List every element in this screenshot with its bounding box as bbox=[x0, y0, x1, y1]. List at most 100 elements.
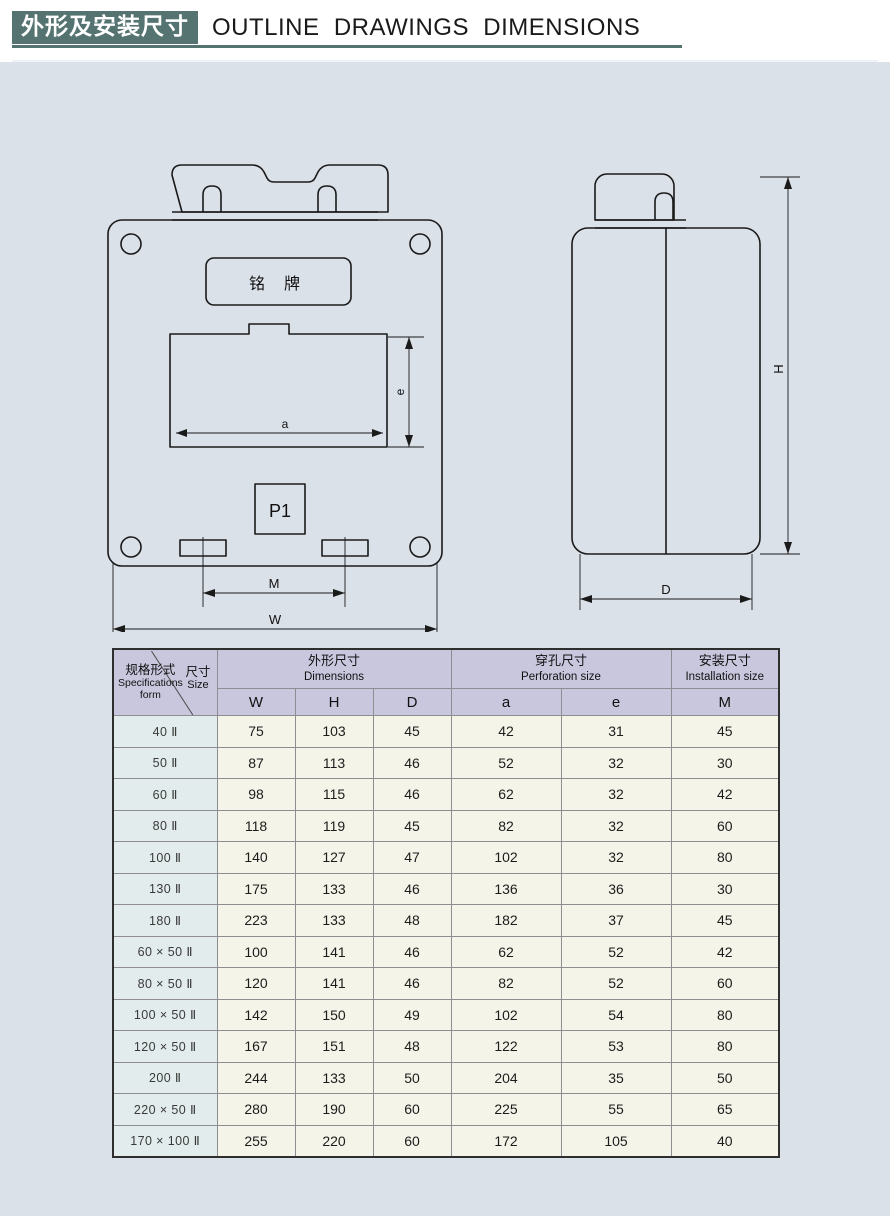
cell-a: 182 bbox=[450, 904, 562, 937]
group-header-dimensions: 外形尺寸 Dimensions bbox=[216, 648, 452, 689]
cell-H: 133 bbox=[294, 904, 374, 937]
front-view-group bbox=[107, 164, 443, 567]
group-header-perforation-cn: 穿孔尺寸 bbox=[534, 653, 587, 669]
cell-D: 60 bbox=[372, 1124, 452, 1158]
cell-W: 120 bbox=[216, 967, 296, 1000]
cell-H: 151 bbox=[294, 1030, 374, 1063]
cell-e: 32 bbox=[560, 841, 672, 874]
cell-H: 113 bbox=[294, 746, 374, 779]
group-header-dimensions-en: Dimensions bbox=[303, 670, 365, 683]
cell-e: 52 bbox=[560, 967, 672, 1000]
group-header-perforation-en: Perforation size bbox=[521, 670, 601, 683]
group-header-installation: 安装尺寸 Installation size bbox=[670, 648, 780, 689]
cell-a: 172 bbox=[450, 1124, 562, 1158]
dimension-label-w: W bbox=[269, 612, 282, 627]
cell-D: 60 bbox=[372, 1093, 452, 1126]
column-header-D: D bbox=[372, 688, 452, 716]
cell-W: 98 bbox=[216, 778, 296, 811]
header-row: 外形及安装尺寸 OUTLINE DRAWINGS DIMENSIONS bbox=[12, 11, 640, 44]
corner-header-cell: 尺寸 Size 规格形式 Specifications form bbox=[112, 648, 218, 716]
cell-a: 225 bbox=[450, 1093, 562, 1126]
cell-D: 45 bbox=[372, 715, 452, 748]
cell-M: 42 bbox=[670, 935, 780, 968]
table-symbol-header-row: W H D a e M bbox=[113, 688, 780, 716]
cell-W: 142 bbox=[216, 998, 296, 1031]
corner-spec-en-1: Specifications bbox=[118, 676, 183, 689]
cell-e: 37 bbox=[560, 904, 672, 937]
cell-a: 42 bbox=[450, 715, 562, 748]
row-spec-label: 200 Ⅱ bbox=[112, 1061, 218, 1094]
row-spec-label: 180 Ⅱ bbox=[112, 904, 218, 937]
cell-H: 133 bbox=[294, 872, 374, 905]
cell-e: 32 bbox=[560, 746, 672, 779]
cell-a: 102 bbox=[450, 841, 562, 874]
cell-D: 49 bbox=[372, 998, 452, 1031]
row-spec-label: 80 × 50 Ⅱ bbox=[112, 967, 218, 1000]
header-badge-chinese: 外形及安装尺寸 bbox=[12, 11, 198, 44]
cell-M: 65 bbox=[670, 1093, 780, 1126]
group-header-installation-cn: 安装尺寸 bbox=[698, 653, 751, 669]
row-spec-label: 170 × 100 Ⅱ bbox=[112, 1124, 218, 1158]
specifications-table-wrap: 尺寸 Size 规格形式 Specifications form 外形尺寸 Di… bbox=[112, 648, 780, 1158]
cell-M: 80 bbox=[670, 1030, 780, 1063]
cell-a: 62 bbox=[450, 935, 562, 968]
cell-D: 46 bbox=[372, 935, 452, 968]
specifications-table: 尺寸 Size 规格形式 Specifications form 外形尺寸 Di… bbox=[112, 648, 780, 1158]
cell-H: 119 bbox=[294, 809, 374, 842]
cell-H: 220 bbox=[294, 1124, 374, 1158]
cell-M: 45 bbox=[670, 904, 780, 937]
cell-M: 80 bbox=[670, 841, 780, 874]
cell-D: 46 bbox=[372, 872, 452, 905]
row-spec-label: 130 Ⅱ bbox=[112, 872, 218, 905]
cell-M: 80 bbox=[670, 998, 780, 1031]
cell-e: 54 bbox=[560, 998, 672, 1031]
cell-M: 50 bbox=[670, 1061, 780, 1094]
column-header-M: M bbox=[670, 688, 780, 716]
cell-W: 140 bbox=[216, 841, 296, 874]
cell-M: 60 bbox=[670, 967, 780, 1000]
cell-e: 55 bbox=[560, 1093, 672, 1126]
cell-M: 42 bbox=[670, 778, 780, 811]
row-spec-label: 220 × 50 Ⅱ bbox=[112, 1093, 218, 1126]
table-group-header-row: 尺寸 Size 规格形式 Specifications form 外形尺寸 Di… bbox=[112, 648, 780, 716]
cell-e: 32 bbox=[560, 809, 672, 842]
cell-D: 46 bbox=[372, 778, 452, 811]
corner-spec-en-2: form bbox=[139, 688, 161, 701]
row-spec-label: 100 Ⅱ bbox=[112, 841, 218, 874]
cell-e: 31 bbox=[560, 715, 672, 748]
dimension-label-h: H bbox=[771, 364, 786, 373]
cell-W: 223 bbox=[216, 904, 296, 937]
cell-a: 122 bbox=[450, 1030, 562, 1063]
corner-diagonal-divider bbox=[114, 651, 217, 715]
cell-W: 75 bbox=[216, 715, 296, 748]
cell-D: 47 bbox=[372, 841, 452, 874]
nameplate-label: 铭 牌 bbox=[249, 274, 307, 293]
cell-M: 30 bbox=[670, 872, 780, 905]
dimension-label-a: a bbox=[282, 417, 289, 431]
header-accent-underline bbox=[12, 45, 682, 48]
row-spec-label: 50 Ⅱ bbox=[112, 746, 218, 779]
cell-H: 127 bbox=[294, 841, 374, 874]
cell-H: 133 bbox=[294, 1061, 374, 1094]
terminal-label-p1: P1 bbox=[269, 501, 291, 521]
column-header-e: e bbox=[560, 688, 672, 716]
corner-size-cn: 尺寸 bbox=[185, 663, 211, 679]
cell-M: 40 bbox=[670, 1124, 780, 1158]
dimension-label-d: D bbox=[661, 582, 670, 597]
cell-W: 118 bbox=[216, 809, 296, 842]
cell-e: 32 bbox=[560, 778, 672, 811]
column-header-a: a bbox=[450, 688, 562, 716]
cell-W: 87 bbox=[216, 746, 296, 779]
cell-H: 115 bbox=[294, 778, 374, 811]
cell-e: 53 bbox=[560, 1030, 672, 1063]
